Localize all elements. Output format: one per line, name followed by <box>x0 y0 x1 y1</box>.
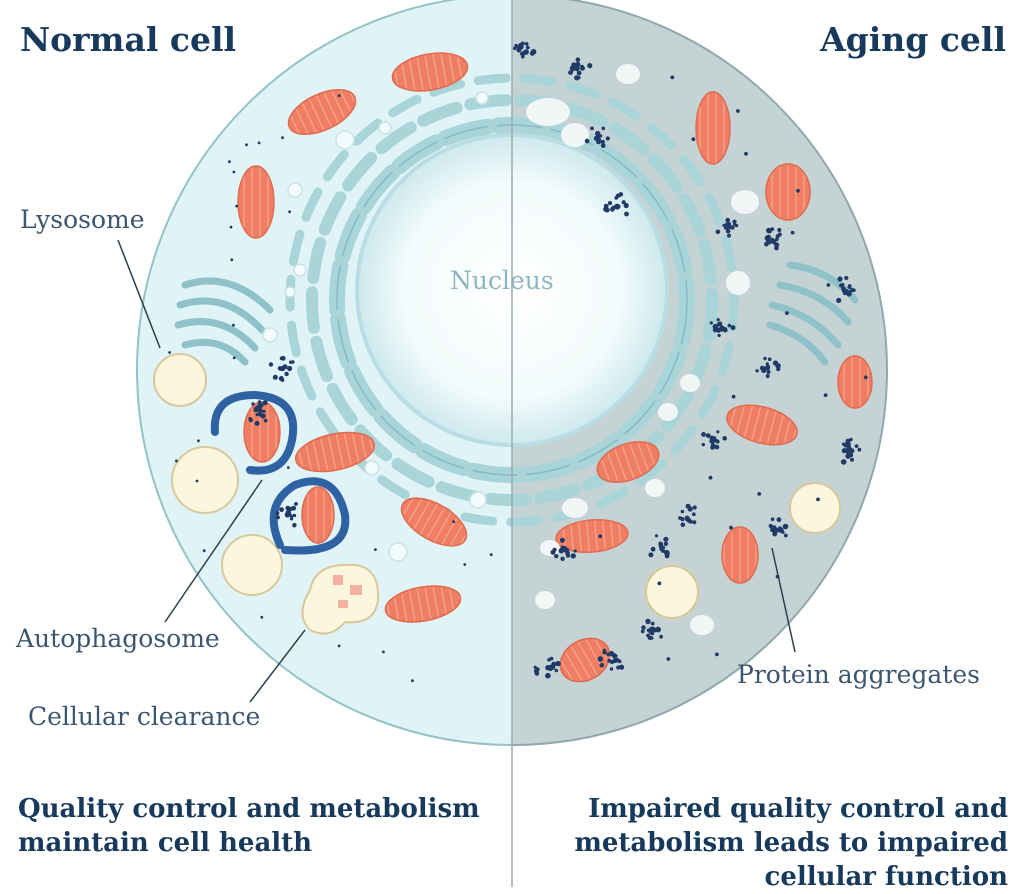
protein-aggregate-cluster <box>678 503 697 528</box>
mitochondrion <box>400 497 468 547</box>
mitochondrion <box>765 163 811 221</box>
leader-lines <box>117 239 796 703</box>
protein-aggregates-leader <box>771 547 796 653</box>
cellular-clearance-label: Cellular clearance <box>28 702 261 731</box>
aging-caption-line-3: cellular function <box>764 862 1008 892</box>
lysosome <box>221 534 283 596</box>
mitochondrion <box>384 585 462 623</box>
mitochondrion <box>391 52 469 92</box>
mitochondrion <box>294 431 376 473</box>
protein-aggregate-cluster <box>248 400 268 426</box>
mitochondrion <box>237 165 275 239</box>
normal-caption-line-1: Quality control and metabolism <box>18 794 480 824</box>
protein-aggregate-cluster <box>584 126 610 149</box>
protein-aggregates-label: Protein aggregates <box>737 660 980 689</box>
aging-cell-heading: Aging cell <box>820 20 1006 59</box>
lysosome <box>171 446 239 514</box>
autophagosome <box>269 477 350 555</box>
lysosome <box>153 353 207 407</box>
mitochondrion <box>243 401 281 463</box>
normal-cell-heading: Normal cell <box>20 20 237 59</box>
protein-aggregate-cluster <box>755 356 781 379</box>
autophagosome <box>210 390 298 475</box>
normal-cell-caption: Quality control and metabolism maintain … <box>18 792 480 860</box>
protein-aggregate-cluster <box>648 534 670 559</box>
protein-aggregate-cluster <box>597 648 625 671</box>
lysosome <box>789 482 841 534</box>
protein-aggregate-cluster <box>533 656 561 679</box>
protein-aggregate-cluster <box>640 618 663 641</box>
lysosomes <box>153 353 841 619</box>
protein-aggregate-cluster <box>275 502 298 528</box>
mitochondrion <box>695 91 731 165</box>
mitochondrion <box>837 355 873 409</box>
vacuoles <box>526 64 759 635</box>
protein-aggregate-cluster <box>836 275 856 303</box>
protein-aggregate-cluster <box>568 57 593 81</box>
small-vesicles <box>262 91 489 562</box>
protein-aggregate-cluster <box>768 517 789 538</box>
protein-aggregate-cluster <box>709 318 736 338</box>
autophagosomes <box>210 390 350 555</box>
protein-aggregate-cluster <box>603 192 629 217</box>
aging-caption-line-2: metabolism leads to impaired <box>574 828 1008 858</box>
mitochondrion <box>301 486 335 544</box>
autophagosome-label: Autophagosome <box>16 624 220 653</box>
lysosome-label: Lysosome <box>20 205 145 234</box>
mitochondrion <box>559 637 611 683</box>
aging-cell-caption: Impaired quality control and metabolism … <box>574 792 1008 894</box>
mitochondrion <box>721 526 759 584</box>
normal-caption-line-2: maintain cell health <box>18 828 313 858</box>
protein-aggregate-cluster <box>840 437 862 465</box>
scattered-particles <box>168 75 868 683</box>
aging-caption-line-1: Impaired quality control and <box>588 794 1008 824</box>
cellular-clearance-vesicle <box>301 563 380 635</box>
golgi-apparatus-left <box>174 277 274 366</box>
protein-aggregate-cluster <box>550 537 577 561</box>
mitochondria-group <box>237 52 873 683</box>
mitochondrion <box>287 88 357 136</box>
lysosome <box>645 565 699 619</box>
protein-aggregate-cluster <box>715 217 739 238</box>
mitochondrion <box>726 404 798 446</box>
protein-aggregate-cluster <box>701 430 727 450</box>
protein-aggregate-cluster <box>764 227 782 251</box>
cellular-clearance-leader <box>249 629 306 703</box>
lysosome-leader <box>117 239 161 349</box>
mitochondrion <box>596 441 660 483</box>
nucleus-label: Nucleus <box>450 266 554 295</box>
mitochondrion <box>555 519 629 553</box>
autophagosome-leader <box>164 479 263 623</box>
protein-aggregate-cluster <box>268 355 295 383</box>
protein-aggregate-cluster <box>513 41 537 59</box>
protein-aggregates <box>168 41 868 683</box>
